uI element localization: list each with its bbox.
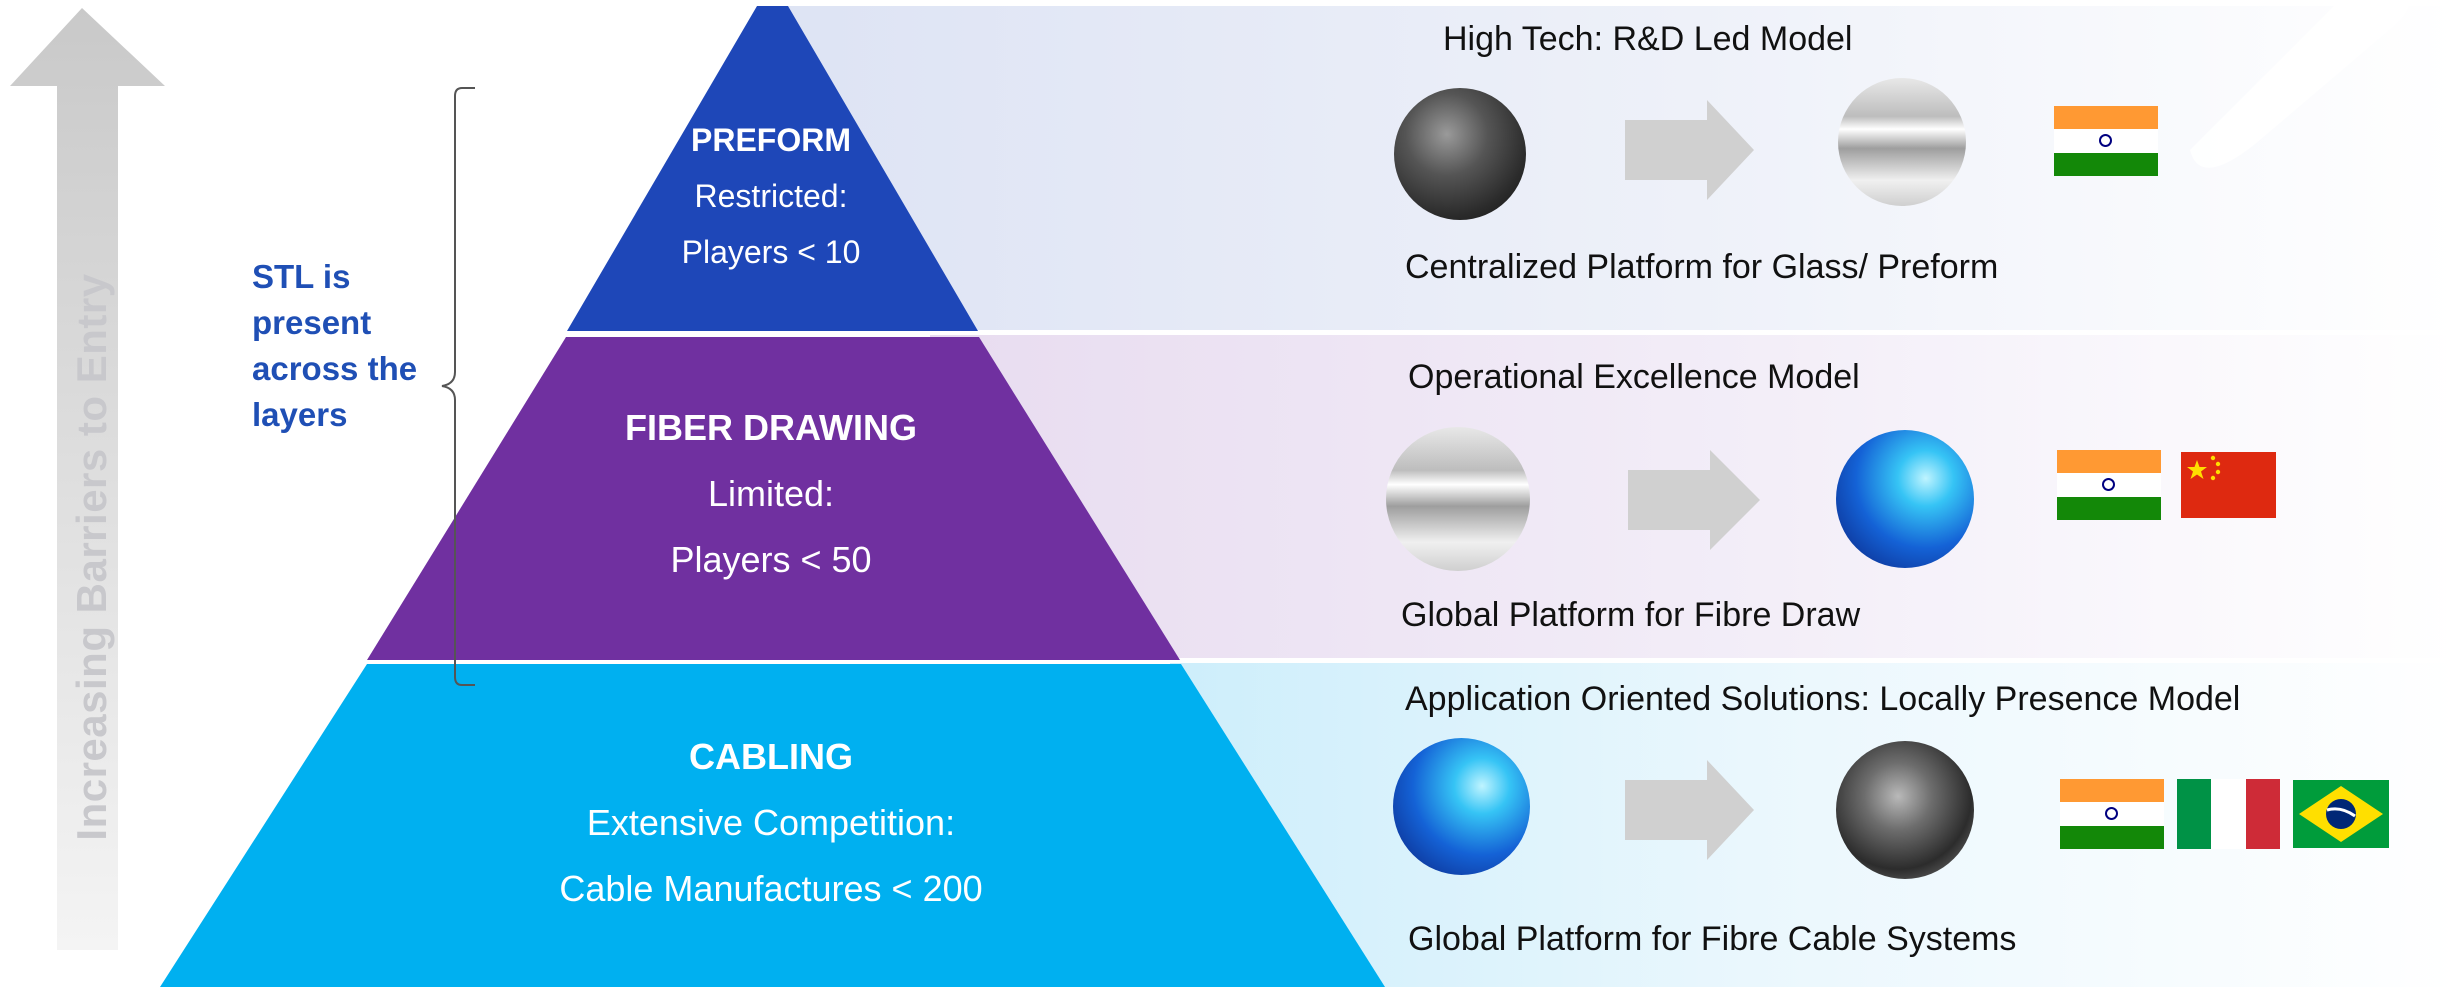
tier-panel-preform xyxy=(760,6,2458,330)
italy-flag-icon xyxy=(2177,779,2280,849)
model-heading-preform: High Tech: R&D Led Model xyxy=(1443,20,1853,58)
india-flag-icon xyxy=(2060,779,2164,849)
optical-fiber-strands-icon xyxy=(1836,430,1974,568)
india-flag-icon xyxy=(2054,106,2158,176)
model-heading-fiber-drawing: Operational Excellence Model xyxy=(1408,358,1860,396)
stl-note: STL is present across the layers xyxy=(252,258,418,433)
model-caption-cabling: Global Platform for Fibre Cable Systems xyxy=(1408,920,2017,958)
glass-preform-icon xyxy=(1838,78,1966,206)
tier-shape-preform xyxy=(567,6,978,331)
barrier-arrow-icon xyxy=(10,8,165,950)
india-flag-icon xyxy=(2057,450,2161,520)
flow-arrow-icon xyxy=(1625,760,1754,860)
fiber-cables-icon xyxy=(1836,741,1974,879)
tier-shape-fiber-drawing xyxy=(367,337,1180,660)
model-caption-preform: Centralized Platform for Glass/ Preform xyxy=(1405,248,1999,286)
flow-arrow-icon xyxy=(1625,100,1754,200)
model-heading-cabling: Application Oriented Solutions: Locally … xyxy=(1405,680,2241,718)
brace-icon xyxy=(441,87,475,686)
axis-label: Increasing Barriers to Entry xyxy=(68,273,115,841)
tier-shape-cabling xyxy=(160,664,1385,987)
brazil-flag-icon xyxy=(2293,780,2389,848)
optical-fiber-strands-icon xyxy=(1393,738,1530,875)
tier-label-fiber-drawing: FIBER DRAWING Limited: Players < 50 xyxy=(625,407,917,580)
tier-label-preform: PREFORM Restricted: Players < 10 xyxy=(681,122,861,270)
stl-name: STL xyxy=(252,258,314,295)
model-caption-fiber-drawing: Global Platform for Fibre Draw xyxy=(1401,596,1861,634)
tier-label-cabling: CABLING Extensive Competition: Cable Man… xyxy=(559,736,983,909)
flow-arrow-icon xyxy=(1628,450,1760,550)
china-flag-icon xyxy=(2181,452,2276,518)
glass-preform-icon xyxy=(1386,427,1530,571)
raw-glass-rock-icon xyxy=(1394,88,1526,220)
